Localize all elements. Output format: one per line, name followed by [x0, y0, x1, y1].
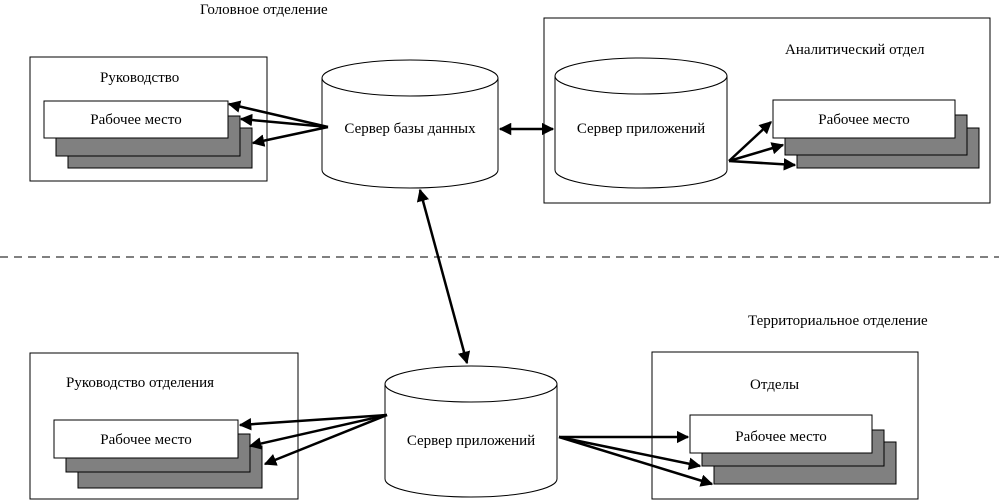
arrow-app-to-analytics-1: [728, 121, 772, 162]
arrow-db-to-management-3: [251, 125, 329, 147]
head-management-workstation-stack: Рабочее место: [43, 100, 253, 169]
arrow-app-to-analytics-2: [728, 142, 785, 163]
arrow-territorial-to-departments-3: [558, 435, 714, 487]
departments-title: Отделы: [750, 377, 799, 393]
arrow-territorial-to-departments-2: [558, 435, 702, 470]
territorial-management-title: Руководство отделения: [66, 375, 214, 391]
analytics-group: Аналитический отдел Сервер приложений Ра…: [543, 17, 991, 204]
arrow-db-to-management-1: [227, 100, 329, 129]
analytics-title: Аналитический отдел: [785, 42, 925, 58]
territorial-app-server-label-bg: [388, 428, 554, 450]
analytics-app-server-top: [554, 57, 728, 95]
analytics-app-server-label-bg: [558, 116, 724, 138]
analytics-workstation-label: Рабочее место: [818, 112, 909, 128]
arrow-app-to-analytics-3: [728, 158, 797, 171]
territorial-app-server-cylinder: Сервер приложений: [384, 365, 558, 498]
db-server-top: [321, 59, 499, 97]
analytics-app-server-label: Сервер приложений: [577, 121, 705, 137]
departments-workstation: [689, 414, 873, 454]
db-server-cylinder: Сервер базы данных: [321, 59, 499, 189]
head-management-group: Руководство Рабочее место: [29, 56, 268, 182]
analytics-app-server-cylinder: Сервер приложений: [554, 57, 728, 189]
head-management-workstation: [43, 100, 229, 139]
db-server-label-bg: [326, 116, 494, 138]
territorial-app-server-top: [384, 365, 558, 403]
territorial-management-workstation: [53, 419, 239, 459]
arrow-db-to-territorial: [416, 188, 471, 365]
db-server-label: Сервер базы данных: [344, 121, 476, 137]
analytics-workstation-stack: Рабочее место: [772, 99, 980, 169]
departments-workstation-label: Рабочее место: [735, 429, 826, 445]
territorial-app-server-label: Сервер приложений: [407, 433, 535, 449]
head-management-workstation-label: Рабочее место: [90, 112, 181, 128]
territorial-office-title: Территориальное отделение: [748, 313, 928, 329]
arrow-db-to-management-2: [239, 113, 329, 129]
departments-workstation-stack: Рабочее место: [689, 414, 897, 485]
arrow-territorial-to-management-3: [263, 413, 388, 466]
arrow-territorial-to-management-1: [238, 413, 388, 431]
head-management-title: Руководство: [100, 70, 179, 86]
territorial-management-workstation-stack: Рабочее место: [53, 419, 263, 489]
territorial-management-group: Руководство отделения Рабочее место: [29, 352, 299, 500]
departments-group: Отделы Рабочее место: [651, 351, 919, 500]
analytics-workstation: [772, 99, 956, 139]
head-office-title: Головное отделение: [200, 2, 328, 18]
arrow-territorial-to-management-2: [248, 413, 388, 450]
territorial-management-workstation-label: Рабочее место: [100, 432, 191, 448]
